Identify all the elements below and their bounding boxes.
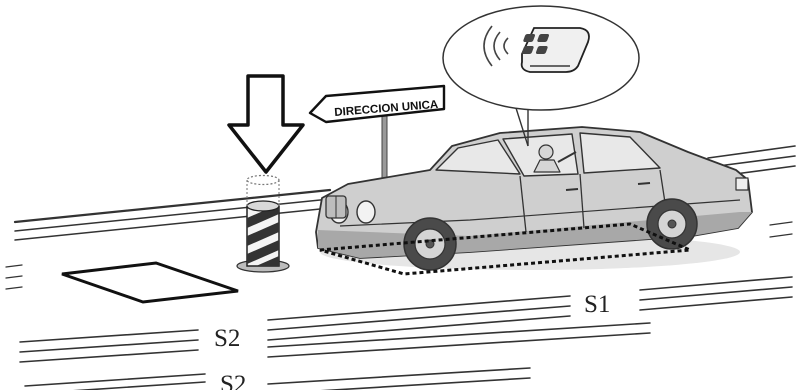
zone-label-s1: S1 (584, 291, 610, 318)
zone-label-s2-lower: S2 (220, 371, 246, 390)
remote-control-bubble (443, 6, 639, 146)
bollard (237, 176, 289, 281)
down-arrow-icon (229, 76, 303, 172)
zone-label-s2: S2 (214, 325, 240, 352)
remote-control-icon (521, 28, 589, 72)
sensor-pad-outline (62, 263, 238, 302)
